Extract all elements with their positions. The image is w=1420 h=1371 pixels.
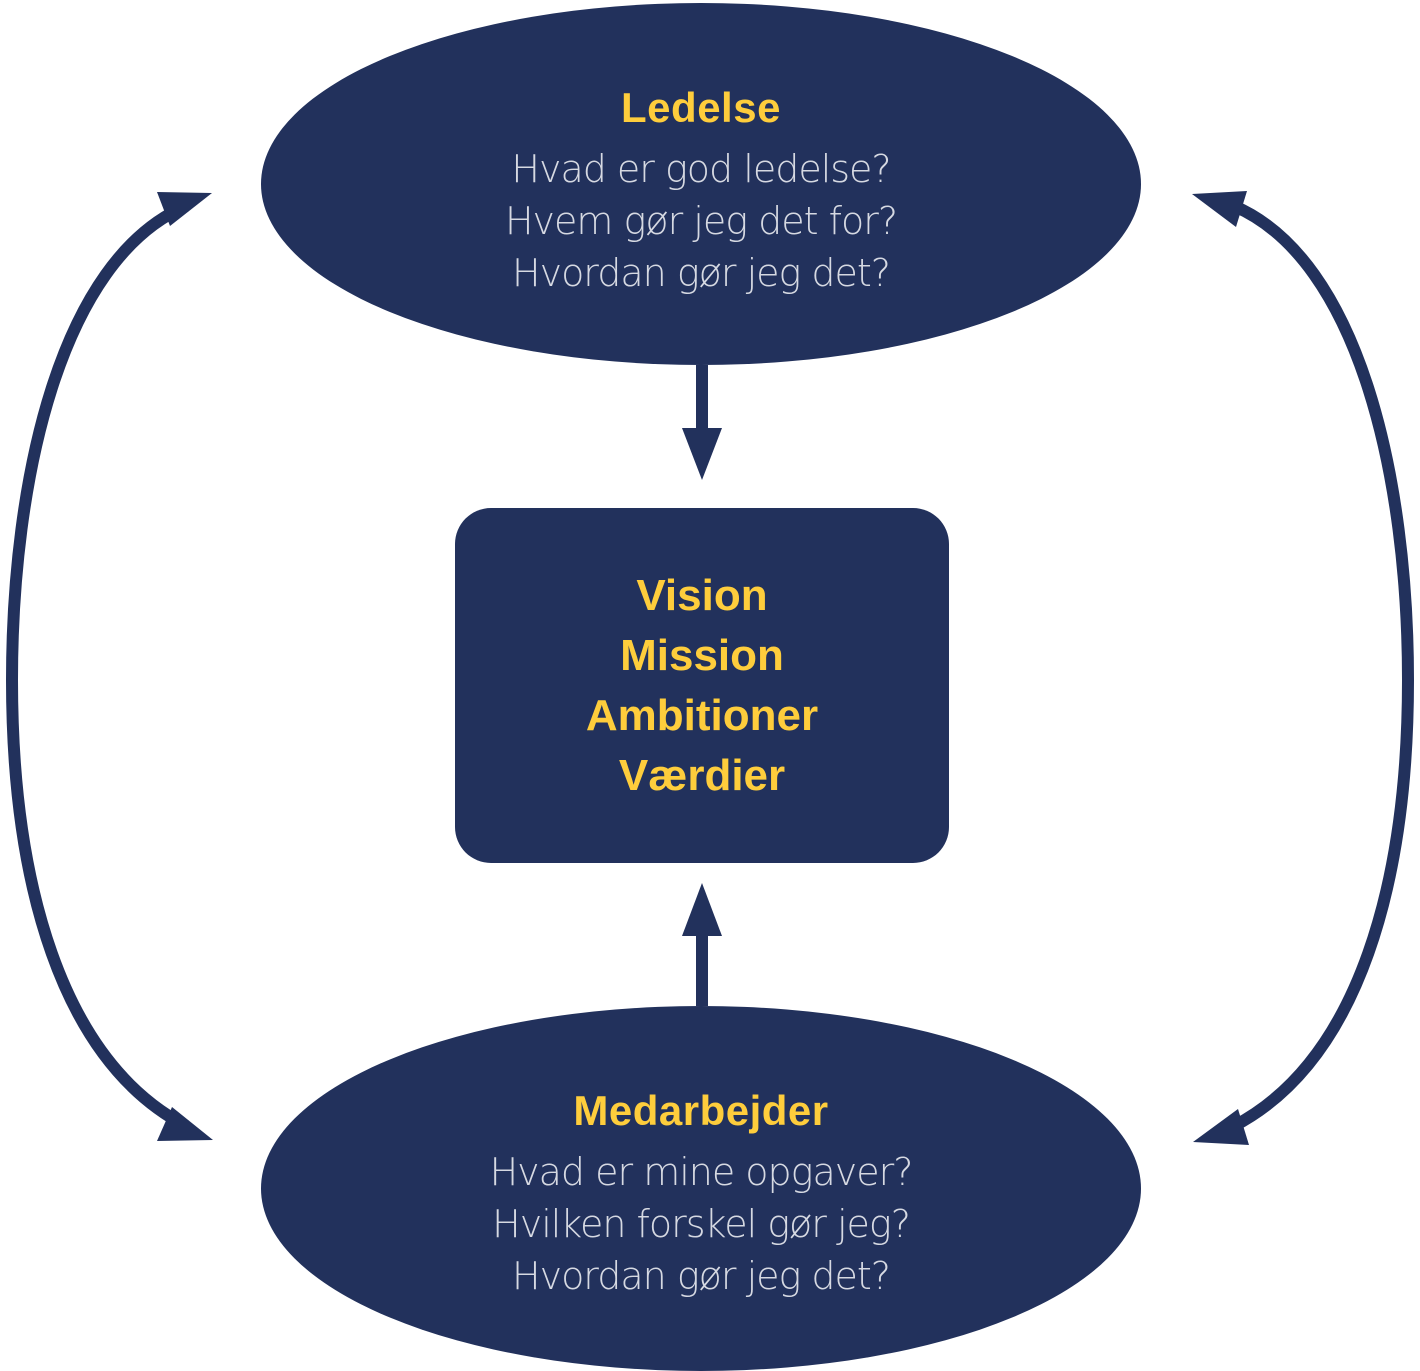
arrow-right-loop [1192,191,1415,1145]
node-ledelse-title: Ledelse [621,84,781,131]
arrow-up-icon [682,883,722,936]
node-ledelse-questions: Hvad er god ledelse? Hvem gør jeg det fo… [504,143,898,299]
node-core-values: Vision Mission Ambitioner Værdier [455,508,949,863]
arrow-bottom-to-center [682,883,722,1006]
arrow-right-loop-curve [1231,200,1415,1132]
arrow-up-left-icon [1192,191,1247,227]
question-item: Hvilken forskel gør jeg? [492,1202,911,1246]
core-item-vision: Vision [636,570,768,620]
question-item: Hvordan gør jeg det? [512,251,891,295]
arrow-down-right-icon [157,1107,213,1141]
node-ledelse: Ledelse Hvad er god ledelse? Hvem gør je… [261,3,1141,365]
arrow-left-loop-curve [5,200,189,1132]
arrow-down-icon [682,428,722,480]
question-item: Hvordan gør jeg det? [512,1254,891,1298]
node-medarbejder-questions: Hvad er mine opgaver? Hvilken forskel gø… [489,1146,914,1302]
arrow-up-right-icon [157,192,212,226]
question-item: Hvad er mine opgaver? [489,1150,914,1194]
core-item-mission: Mission [620,630,784,680]
core-item-ambitioner: Ambitioner [585,690,819,740]
arrow-down-left-icon [1193,1109,1249,1145]
core-item-vaerdier: Værdier [618,750,786,800]
arrow-top-to-center [682,365,722,480]
question-item: Hvad er god ledelse? [511,147,891,191]
arrow-left-loop [5,192,213,1141]
node-medarbejder-title: Medarbejder [573,1087,829,1134]
node-medarbejder: Medarbejder Hvad er mine opgaver? Hvilke… [261,1006,1141,1371]
question-item: Hvem gør jeg det for? [504,199,898,243]
